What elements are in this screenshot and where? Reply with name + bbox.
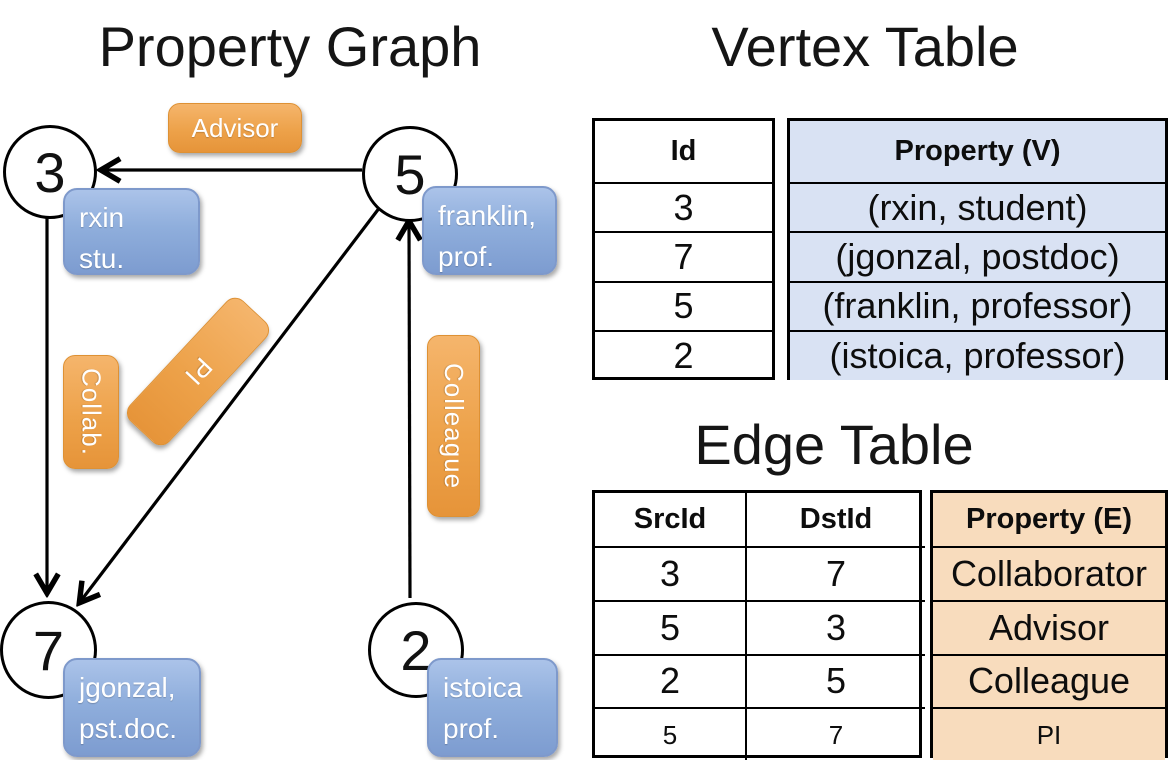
edge-table-cell-dstid: 5 [745,653,925,708]
edge-table-header-property: Property (E) [933,493,1165,546]
vertex-5-name: franklin, [438,200,537,231]
vertex-property-box-5: franklin, prof. [422,186,557,275]
edge-table-title: Edge Table [694,413,974,476]
vertex-2-name: istoica [443,672,523,703]
node-3-id: 3 [34,140,66,204]
vertex-table-header-property: Property (V) [790,121,1165,182]
vertex-table-cell-property: (istoica, professor) [790,330,1165,380]
edge-colleague-2-to-5 [409,222,410,599]
graph-edges [0,0,570,760]
vertex-7-role: pst.doc. [79,712,178,744]
edge-table-header-srcid: SrcId [633,503,707,535]
edge-table-cell-srcid: 3 [595,546,745,600]
vertex-table-property-column: Property (V) (rxin, student) (jgonzal, p… [787,118,1168,380]
vertex-property-box-7: jgonzal, pst.doc. [63,658,201,757]
vertex-table-cell-property: (jgonzal, postdoc) [790,231,1165,281]
vertex-2-role: prof. [443,712,500,744]
vertex-table-cell-property: (rxin, student) [790,182,1165,231]
vertex-table-header-id: Id [670,135,697,167]
edge-table-header-dstid: DstId [745,493,925,546]
edge-table-cell-dstid: 7 [745,546,925,600]
edge-table-cell-property: PI [933,707,1165,760]
vertex-7-name: jgonzal, [79,672,176,703]
vertex-3-role: stu. [79,242,125,274]
edge-label-advisor: Advisor [168,103,302,153]
vertex-property-box-2: istoica prof. [427,658,558,757]
edge-table-cell-property: Advisor [933,599,1165,654]
vertex-table-cell-id: 5 [595,280,772,331]
node-7-id: 7 [32,618,65,682]
edge-table-cell-property: Collaborator [933,546,1165,600]
edge-table-cell-srcid: 5 [595,599,745,654]
vertex-5-role: prof. [438,240,495,272]
node-5-id: 5 [394,142,426,206]
graph-node-2: 2 [368,602,464,698]
edge-table-cell-property: Colleague [933,653,1165,708]
vertex-3-name: rxin [79,202,125,233]
node-2-id: 2 [400,618,432,682]
edge-table-id-columns: SrcId DstId 3 7 5 3 2 5 5 7 [592,490,925,760]
vertex-table-cell-id: 2 [595,330,772,380]
edge-table-property-column: Property (E) Collaborator Advisor Collea… [930,490,1168,760]
vertex-table-title: Vertex Table [711,15,1019,78]
vertex-table-cell-property: (franklin, professor) [790,280,1165,330]
edge-table-cell-dstid: 7 [745,707,925,760]
vertex-table-cell-id: 7 [595,231,772,281]
property-graph-title: Property Graph [98,15,482,78]
vertex-table-id-column: Id 3 7 5 2 [592,118,775,380]
vertex-property-box-3: rxin stu. [63,188,200,275]
edge-pi-5-to-7 [80,206,382,602]
edge-table-cell-dstid: 3 [745,599,925,654]
edge-label-collab: Collab. [63,355,119,469]
edge-label-colleague: Colleague [427,335,480,517]
vertex-table-cell-id: 3 [595,182,772,231]
edge-table-cell-srcid: 5 [595,707,745,760]
edge-table-cell-srcid: 2 [595,653,745,708]
